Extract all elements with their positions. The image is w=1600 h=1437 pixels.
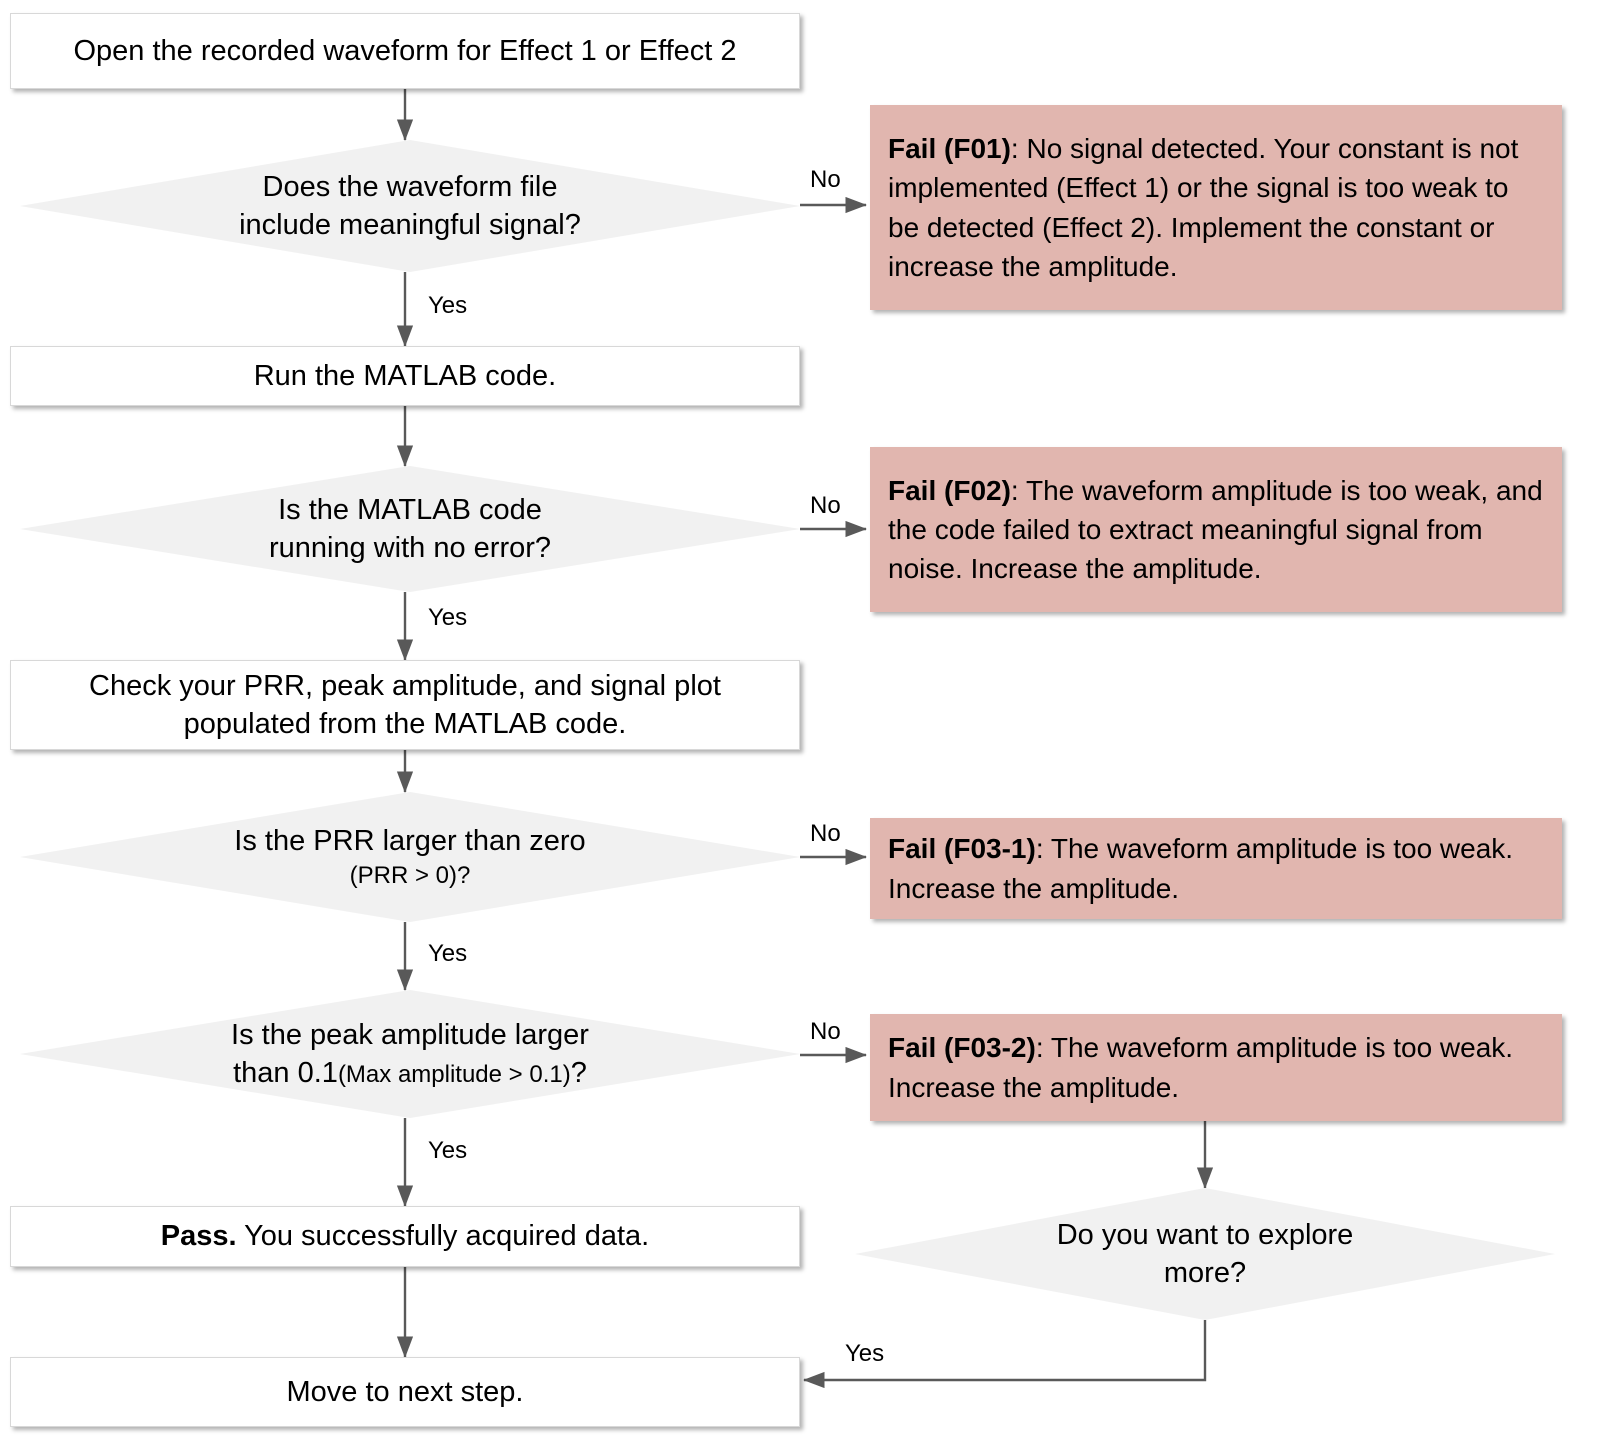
peak-threshold-main: than 0.1 (233, 1057, 338, 1089)
node-fail-f03-1[interactable]: Fail (F03-1): The waveform amplitude is … (870, 818, 1562, 919)
node-fail-f01-message: : No signal detected. Your constant is n… (888, 133, 1519, 282)
node-move-next-step-label: Move to next step. (286, 1375, 524, 1408)
node-decision-peak-amplitude-line2: than 0.1(Max amplitude > 0.1)? (106, 1054, 714, 1092)
node-decision-explore-more-line2: more? (1163, 1257, 1247, 1289)
node-check-outputs-line1: Check your PRR, peak amplitude, and sign… (89, 669, 721, 702)
node-decision-peak-amplitude[interactable]: Is the peak amplitude larger than 0.1(Ma… (20, 990, 800, 1118)
node-run-matlab-code[interactable]: Run the MATLAB code. (10, 346, 800, 406)
node-decision-meaningful-signal-line1: Does the waveform file (262, 170, 558, 203)
edge-label-no-2: No (810, 492, 841, 519)
node-decision-explore-more-line1: Do you want to explore (1056, 1218, 1354, 1251)
node-fail-f01[interactable]: Fail (F01): No signal detected. Your con… (870, 105, 1562, 310)
peak-threshold-tail: ? (570, 1057, 587, 1089)
node-open-waveform-label: Open the recorded waveform for Effect 1 … (73, 34, 737, 67)
node-decision-no-error-line1: Is the MATLAB code (278, 493, 542, 526)
edge-label-no-1: No (810, 166, 841, 193)
node-decision-explore-more[interactable]: Do you want to explore more? (855, 1188, 1555, 1320)
node-decision-no-error-line2: running with no error? (268, 532, 552, 564)
edge-label-yes-4: Yes (428, 1137, 468, 1164)
node-check-outputs[interactable]: Check your PRR, peak amplitude, and sign… (10, 660, 800, 750)
node-decision-meaningful-signal[interactable]: Does the waveform file include meaningfu… (20, 140, 800, 272)
node-pass-result-bold: Pass. (160, 1220, 237, 1253)
node-move-next-step[interactable]: Move to next step. (10, 1357, 800, 1427)
node-fail-f03-2-code: Fail (F03-2) (888, 1032, 1036, 1064)
node-run-matlab-code-label: Run the MATLAB code. (253, 359, 557, 392)
node-decision-prr-line2: (PRR > 0)? (349, 862, 471, 890)
node-fail-f03-2-message: : The waveform amplitude is too weak. In… (888, 1032, 1514, 1103)
node-fail-f03-1-code: Fail (F03-1) (888, 833, 1036, 865)
peak-threshold-paren: (Max amplitude > 0.1) (337, 1061, 571, 1088)
node-open-waveform[interactable]: Open the recorded waveform for Effect 1 … (10, 13, 800, 89)
node-pass-result-rest: You successfully acquired data. (236, 1220, 650, 1253)
edge-label-yes-3: Yes (428, 940, 468, 967)
node-fail-f02[interactable]: Fail (F02): The waveform amplitude is to… (870, 447, 1562, 612)
edge-label-no-4: No (810, 1018, 841, 1045)
edge-label-no-3: No (810, 820, 841, 847)
node-fail-f02-message: : The waveform amplitude is too weak, an… (888, 474, 1543, 585)
node-decision-prr[interactable]: Is the PRR larger than zero (PRR > 0)? (20, 792, 800, 922)
node-decision-peak-amplitude-line1: Is the peak amplitude larger (231, 1018, 589, 1051)
node-fail-f01-code: Fail (F01) (888, 133, 1011, 165)
node-fail-f02-code: Fail (F02) (888, 474, 1011, 506)
node-decision-meaningful-signal-line2: include meaningful signal? (239, 209, 581, 241)
edge-label-yes-2: Yes (428, 604, 468, 631)
node-fail-f03-2[interactable]: Fail (F03-2): The waveform amplitude is … (870, 1014, 1562, 1121)
node-decision-no-error[interactable]: Is the MATLAB code running with no error… (20, 466, 800, 592)
node-pass-result[interactable]: Pass. You successfully acquired data. (10, 1206, 800, 1267)
node-decision-prr-line1: Is the PRR larger than zero (234, 825, 586, 858)
edge-label-yes-1: Yes (428, 292, 468, 319)
edge-label-yes-explore: Yes (845, 1340, 885, 1367)
node-fail-f03-1-message: : The waveform amplitude is too weak. In… (888, 833, 1514, 904)
node-check-outputs-line2: populated from the MATLAB code. (183, 708, 627, 740)
